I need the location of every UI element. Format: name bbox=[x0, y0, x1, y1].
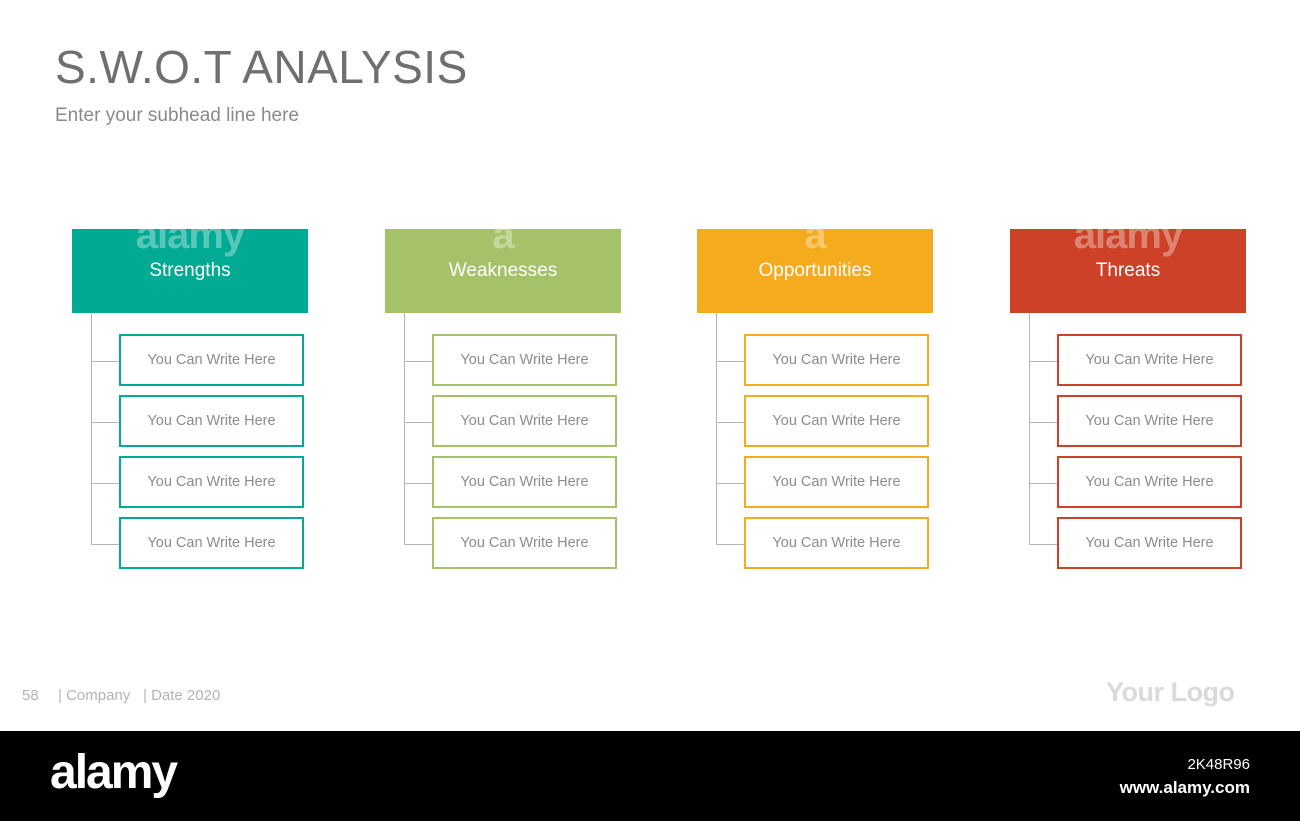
column-header-label: Strengths bbox=[149, 260, 231, 281]
connector-branch bbox=[404, 422, 432, 423]
column-header[interactable]: alamy Threats bbox=[1010, 215, 1246, 313]
slide-title: S.W.O.T ANALYSIS bbox=[55, 41, 468, 93]
connector-line bbox=[1029, 313, 1030, 545]
connector-line bbox=[716, 313, 717, 545]
watermark-text: a bbox=[492, 213, 514, 257]
text-box[interactable]: You Can Write Here bbox=[119, 395, 304, 447]
text-box[interactable]: You Can Write Here bbox=[432, 334, 617, 386]
text-box[interactable]: You Can Write Here bbox=[432, 456, 617, 508]
connector-line bbox=[91, 313, 92, 545]
connector-branch bbox=[716, 483, 744, 484]
connector-branch bbox=[1029, 483, 1057, 484]
text-box[interactable]: You Can Write Here bbox=[744, 395, 929, 447]
watermark-text: alamy bbox=[135, 213, 245, 257]
page-number: 58 bbox=[22, 687, 39, 704]
swot-column-strengths: alamy Strengths You Can Write Here You C… bbox=[72, 215, 308, 574]
text-box[interactable]: You Can Write Here bbox=[119, 456, 304, 508]
text-box[interactable]: You Can Write Here bbox=[1057, 334, 1242, 386]
column-header-label: Threats bbox=[1095, 260, 1161, 281]
footer-company: | Company bbox=[58, 687, 131, 704]
text-box[interactable]: You Can Write Here bbox=[1057, 517, 1242, 569]
column-header-label: Opportunities bbox=[758, 260, 872, 281]
connector-branch bbox=[404, 483, 432, 484]
connector-branch bbox=[716, 361, 744, 362]
text-box[interactable]: You Can Write Here bbox=[119, 517, 304, 569]
connector-branch bbox=[716, 422, 744, 423]
alamy-logo: alamy bbox=[50, 746, 178, 799]
connector-branch bbox=[1029, 422, 1057, 423]
column-header[interactable]: a Weaknesses bbox=[385, 215, 621, 313]
connector-branch bbox=[91, 544, 119, 545]
connector-branch bbox=[91, 361, 119, 362]
text-box[interactable]: You Can Write Here bbox=[744, 517, 929, 569]
text-box[interactable]: You Can Write Here bbox=[1057, 456, 1242, 508]
connector-branch bbox=[404, 361, 432, 362]
text-box[interactable]: You Can Write Here bbox=[432, 395, 617, 447]
connector-branch bbox=[1029, 544, 1057, 545]
footer-date: | Date 2020 bbox=[143, 687, 221, 704]
column-header-label: Weaknesses bbox=[448, 260, 558, 281]
column-header[interactable]: a Opportunities bbox=[697, 215, 933, 313]
connector-branch bbox=[404, 544, 432, 545]
text-box[interactable]: You Can Write Here bbox=[1057, 395, 1242, 447]
swot-column-weaknesses: a Weaknesses You Can Write Here You Can … bbox=[385, 215, 621, 574]
text-box[interactable]: You Can Write Here bbox=[744, 334, 929, 386]
text-box[interactable]: You Can Write Here bbox=[432, 517, 617, 569]
connector-branch bbox=[1029, 361, 1057, 362]
connector-line bbox=[404, 313, 405, 545]
logo-placeholder: Your Logo bbox=[1106, 677, 1235, 707]
watermark-text: alamy bbox=[1073, 213, 1183, 257]
site-url: www.alamy.com bbox=[1119, 778, 1250, 797]
connector-branch bbox=[91, 483, 119, 484]
slide-subtitle: Enter your subhead line here bbox=[55, 105, 299, 126]
column-header[interactable]: alamy Strengths bbox=[72, 215, 308, 313]
connector-branch bbox=[91, 422, 119, 423]
image-id: 2K48R96 bbox=[1187, 756, 1250, 773]
swot-column-opportunities: a Opportunities You Can Write Here You C… bbox=[697, 215, 933, 574]
watermark-text: a bbox=[804, 213, 826, 257]
swot-column-threats: alamy Threats You Can Write Here You Can… bbox=[1010, 215, 1246, 574]
watermark-bar: alamy 2K48R96 www.alamy.com bbox=[0, 731, 1300, 821]
text-box[interactable]: You Can Write Here bbox=[744, 456, 929, 508]
text-box[interactable]: You Can Write Here bbox=[119, 334, 304, 386]
connector-branch bbox=[716, 544, 744, 545]
